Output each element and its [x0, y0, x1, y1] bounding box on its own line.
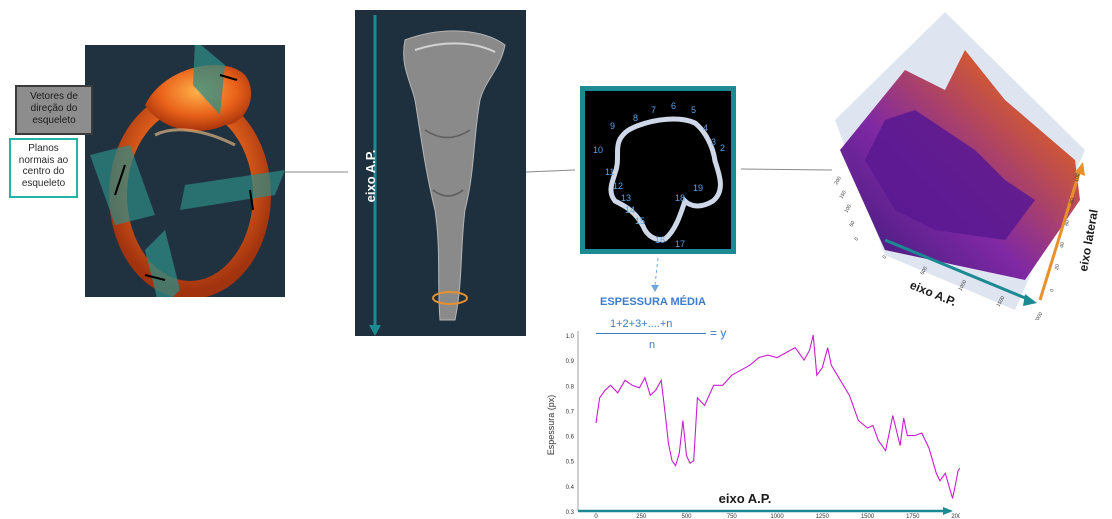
outline-point-label: 17 [675, 239, 685, 249]
chart-y-tick: 0.9 [566, 359, 575, 365]
surface-ap-tick: 500 [920, 266, 929, 276]
surface-ap-tick: 1000 [958, 279, 969, 292]
outline-point-label: 3 [711, 137, 716, 147]
chart-x-tick: 1000 [770, 514, 784, 519]
outline-point-label: 4 [703, 123, 708, 133]
outline-point-label: 15 [635, 216, 645, 226]
outline-point-label: 18 [675, 193, 685, 203]
skeleton-3d-panel [355, 10, 526, 336]
skeleton-illustration [369, 15, 506, 336]
chart-y-tick: 0.4 [566, 485, 575, 491]
espessura-title: ESPESSURA MÉDIA [600, 296, 706, 308]
surface-lateral-tick: 0 [1049, 288, 1055, 292]
outline-point-label: 12 [613, 181, 623, 191]
surface-lateral-tick: 40 [1059, 242, 1066, 249]
outline-point-label: 2 [720, 143, 725, 153]
outline-point-label: 6 [671, 101, 676, 111]
surface-lateral-tick: 20 [1054, 264, 1061, 271]
outline-point-label: 19 [693, 183, 703, 193]
chart-y-tick: 0.3 [566, 510, 575, 516]
outline-point-label: 8 [633, 113, 638, 123]
surface-left-tick: 0 [854, 236, 861, 242]
chart-x-tick: 1750 [906, 514, 920, 519]
surface-left-tick: 50 [849, 220, 857, 228]
chart-y-tick: 0.5 [566, 460, 575, 466]
surface-ap-tick: 2000 [1034, 311, 1045, 320]
vectors-callout: Vetores de direção do esqueleto [15, 85, 93, 135]
outline-illustration: 12345678910111213141516171819 [593, 101, 741, 249]
vectors-label: Vetores de direção do esqueleto [30, 91, 78, 126]
chart-x-tick: 2000 [951, 514, 960, 519]
thickness-line-chart: 0.3 0.4 0.5 0.6 0.7 0.8 0.9 1.0 0 250 500 750 1000 1… [546, 331, 960, 519]
surface-axis-lateral-label: eixo lateral [1076, 208, 1101, 272]
planes-callout: Planos normais ao centro do esqueleto [9, 138, 78, 198]
ring-panel [85, 40, 285, 310]
formula-denominator: n [649, 339, 656, 351]
chart-x-label: eixo A.P. [719, 491, 772, 506]
outline-point-label: 5 [691, 105, 696, 115]
surface-left-tick: 200 [834, 176, 843, 186]
planes-label: Planos normais ao centro do esqueleto [18, 143, 69, 189]
chart-y-label: Espessura (px) [546, 395, 556, 456]
chart-x-tick: 500 [681, 514, 692, 519]
chart-x-tick: 1500 [861, 514, 875, 519]
chart-x-tick: 0 [594, 514, 598, 519]
outline-point-label: 11 [605, 167, 614, 177]
outline-point-label: 9 [610, 121, 615, 131]
formula-numerator: 1+2+3+....+n [610, 318, 673, 330]
surface-left-tick: 100 [844, 204, 853, 214]
outline-point-label: 16 [655, 235, 665, 245]
chart-x-tick: 1250 [816, 514, 830, 519]
chart-x-tick: 750 [727, 514, 738, 519]
ring-illustration [90, 40, 285, 310]
surface-lateral-tick: 60 [1064, 220, 1071, 227]
outline-point-label: 13 [621, 193, 631, 203]
formula-bar [596, 333, 706, 334]
chart-y-tick: 0.6 [566, 435, 575, 441]
outline-point-label: 10 [593, 145, 603, 155]
outline-point-label: 7 [651, 105, 656, 115]
surface-lateral-tick: 80 [1069, 198, 1076, 205]
chart-x-tick: 250 [636, 514, 647, 519]
chart-y-tick: 0.7 [566, 409, 575, 415]
surface-lateral-tick: 100 [1074, 173, 1081, 182]
formula-result: = y [710, 326, 727, 340]
outline-panel: 12345678910111213141516171819 [580, 86, 741, 254]
surface-ap-tick: 0 [882, 254, 889, 260]
surface-left-tick: 150 [839, 190, 848, 200]
chart-y-tick: 0.8 [566, 384, 575, 390]
outline-point-label: 14 [625, 205, 635, 215]
surface-ap-tick: 1500 [996, 295, 1007, 308]
chart-y-tick: 1.0 [566, 334, 575, 340]
thickness-series-line [595, 334, 960, 499]
